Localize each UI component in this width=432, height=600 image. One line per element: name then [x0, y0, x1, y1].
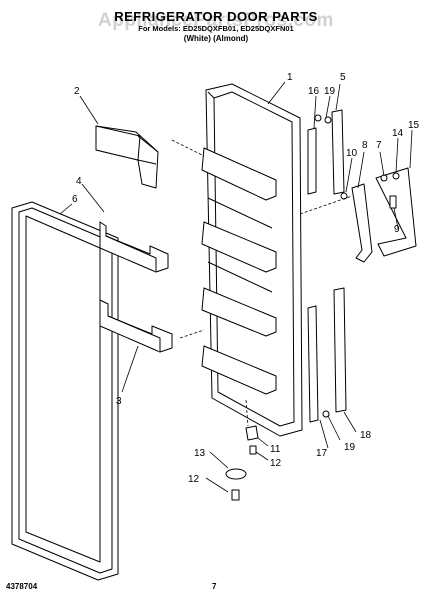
dairy-bin — [95, 125, 159, 189]
callout-1: 1 — [287, 72, 293, 83]
callout-18: 18 — [360, 430, 372, 441]
callout-3: 3 — [116, 396, 122, 407]
callout-19-top: 19 — [324, 86, 336, 97]
door-gasket — [11, 201, 119, 581]
page-title: REFRIGERATOR DOOR PARTS — [114, 9, 318, 24]
callout-9: 9 — [394, 224, 400, 235]
callout-13: 13 — [194, 448, 206, 459]
callout-7: 7 — [376, 140, 382, 151]
callout-19-bottom: 19 — [344, 442, 356, 453]
trim-strip-lower — [307, 287, 347, 423]
door-bin-upper — [99, 221, 169, 273]
callout-16: 16 — [308, 86, 320, 97]
callout-10: 10 — [346, 148, 358, 159]
trim-strip-upper — [307, 109, 345, 195]
color-list: (White) (Almond) — [183, 34, 249, 43]
part-number: 4378704 — [6, 582, 38, 591]
callout-17: 17 — [316, 448, 328, 459]
callout-11: 11 — [270, 444, 281, 455]
door-liner — [201, 83, 303, 437]
callout-5: 5 — [340, 72, 346, 83]
callout-14: 14 — [392, 128, 404, 139]
door-bin-lower — [99, 299, 173, 353]
callout-8: 8 — [362, 140, 368, 151]
callout-12-left: 12 — [188, 474, 200, 485]
watermark-text: AppliancePartsPros.com — [98, 10, 334, 31]
callout-12-right: 12 — [270, 458, 282, 469]
hinge-bracket — [351, 167, 417, 263]
callout-4: 4 — [76, 176, 82, 187]
page-number: 7 — [212, 582, 217, 591]
bottom-hinge-parts — [225, 425, 259, 501]
callout-15: 15 — [408, 120, 420, 131]
callout-2: 2 — [74, 86, 80, 97]
callout-6: 6 — [72, 194, 78, 205]
model-list: For Models: ED25DQXFB01, ED25DQXFN01 — [138, 24, 294, 33]
